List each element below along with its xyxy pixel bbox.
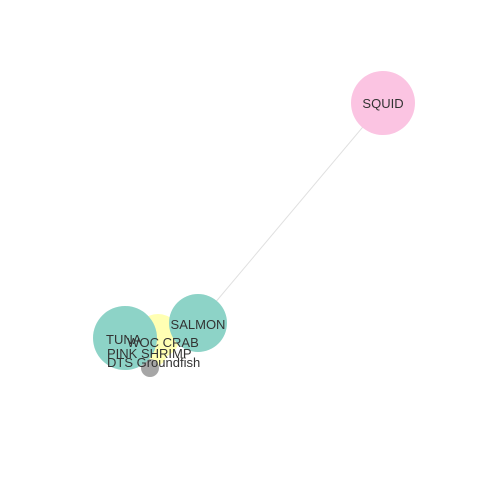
node-dts-groundfish xyxy=(141,359,159,377)
node-label-pink-shrimp: PINK SHRIMP xyxy=(107,346,192,361)
node-label-woc-crab: WOC CRAB xyxy=(127,335,199,350)
edges-layer xyxy=(197,102,384,324)
node-label-salmon: SALMON xyxy=(171,317,226,332)
node-label-tuna: TUNA xyxy=(106,332,142,347)
nodes-layer xyxy=(93,71,415,377)
node-label-squid: SQUID xyxy=(362,96,403,111)
edge-squid-salmon xyxy=(197,102,384,324)
node-salmon xyxy=(169,294,227,352)
node-label-dts-groundfish: DTS Groundfish xyxy=(107,355,200,370)
node-squid xyxy=(351,71,415,135)
node-tuna xyxy=(93,306,157,370)
